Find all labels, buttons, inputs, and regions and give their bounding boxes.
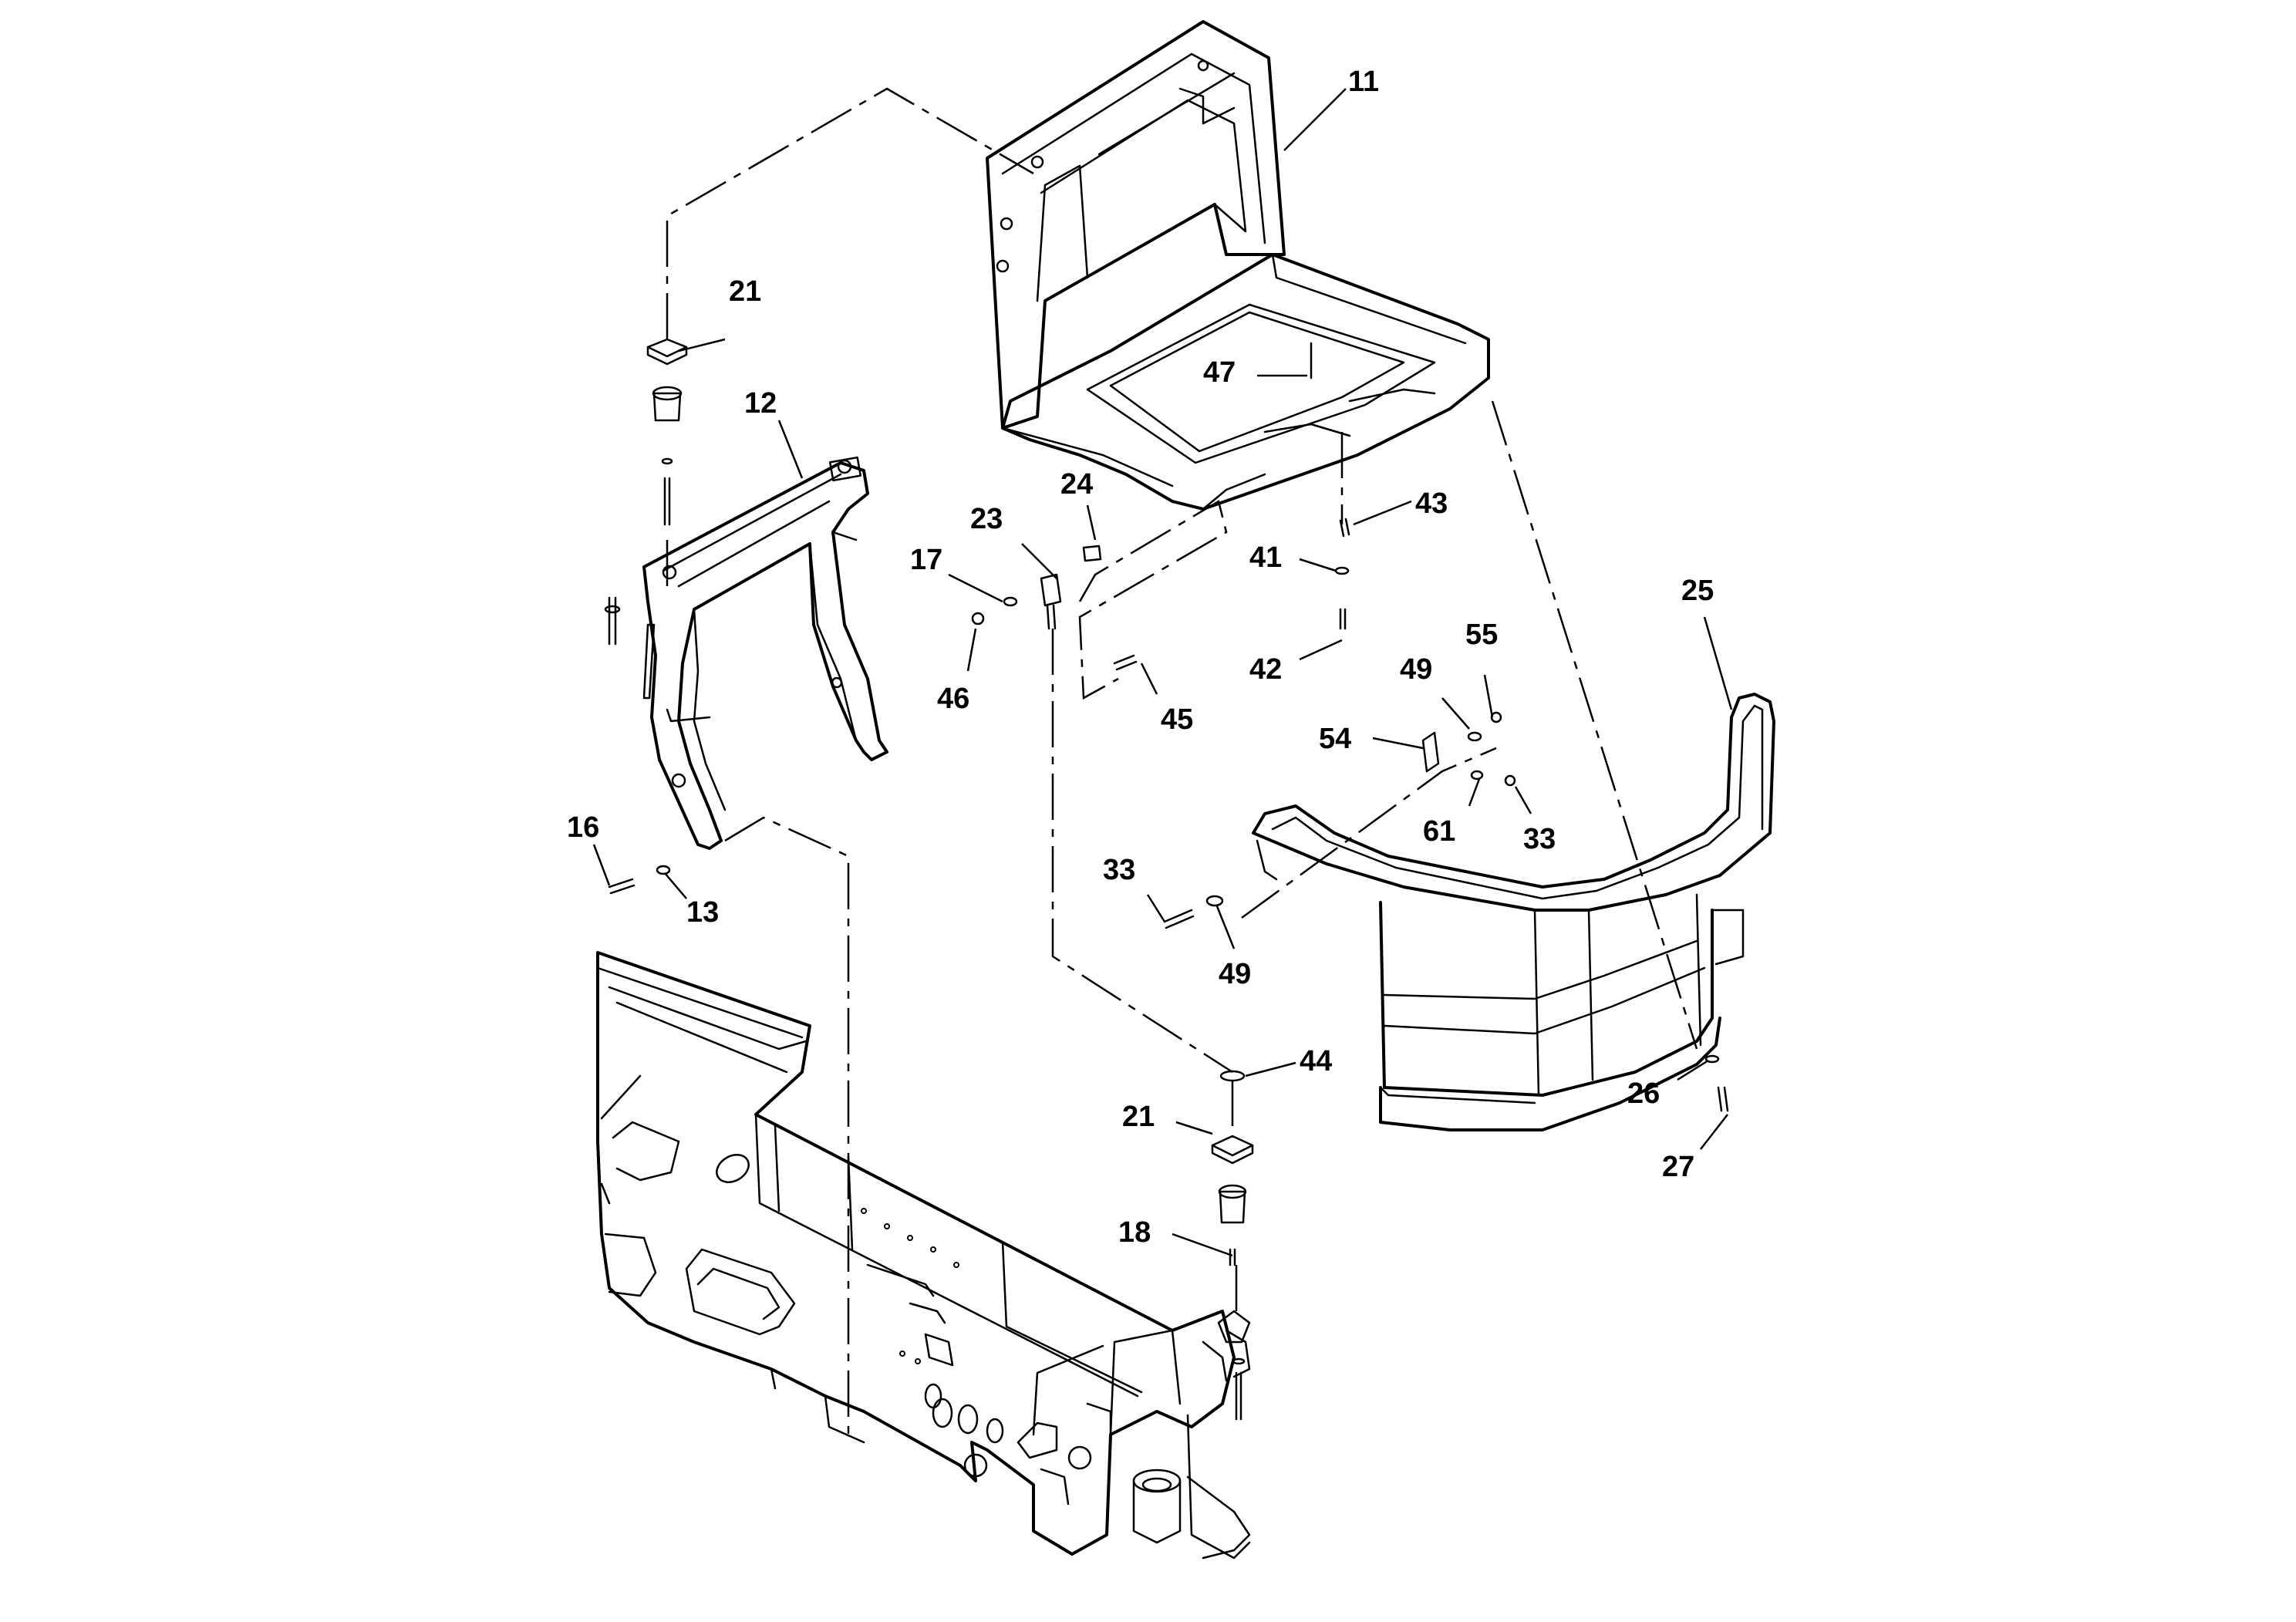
callout-43: 43 [1415,487,1448,520]
chassis-frame [596,951,1251,1560]
callout-33-left: 33 [1103,854,1135,886]
callout-45: 45 [1161,703,1193,736]
callout-27: 27 [1662,1151,1694,1183]
seat-platform-part [986,20,1490,511]
callout-21-top: 21 [729,275,761,308]
callout-47: 47 [1203,356,1236,389]
callout-33-right: 33 [1523,823,1556,855]
callout-16: 16 [567,811,599,844]
callout-13: 13 [686,896,719,929]
callout-24: 24 [1060,468,1093,501]
callout-49-right: 49 [1400,653,1432,686]
callout-41: 41 [1249,541,1282,574]
callout-12: 12 [744,387,777,420]
hardware-parts [604,338,1729,1421]
callout-55: 55 [1465,619,1498,651]
callout-21-bottom: 21 [1122,1101,1155,1133]
callout-11: 11 [1348,66,1379,98]
callout-49-left: 49 [1219,958,1251,990]
leader-lines [592,88,1733,1257]
callout-42: 42 [1249,653,1282,686]
callout-44: 44 [1300,1045,1332,1077]
callout-25: 25 [1681,575,1714,607]
callout-61: 61 [1423,815,1455,848]
callout-23: 23 [970,503,1003,535]
callout-46: 46 [937,683,969,715]
guard-rail-part [1252,693,1775,1131]
seat-support-frame-part [642,456,888,850]
callout-26: 26 [1627,1077,1660,1110]
callout-18: 18 [1118,1216,1151,1249]
callout-labels: 11 12 13 16 17 18 21 21 23 24 25 26 27 3… [567,66,1714,1249]
callout-17: 17 [910,544,942,576]
assembly-lines [666,87,1698,1435]
callout-54: 54 [1319,723,1351,755]
